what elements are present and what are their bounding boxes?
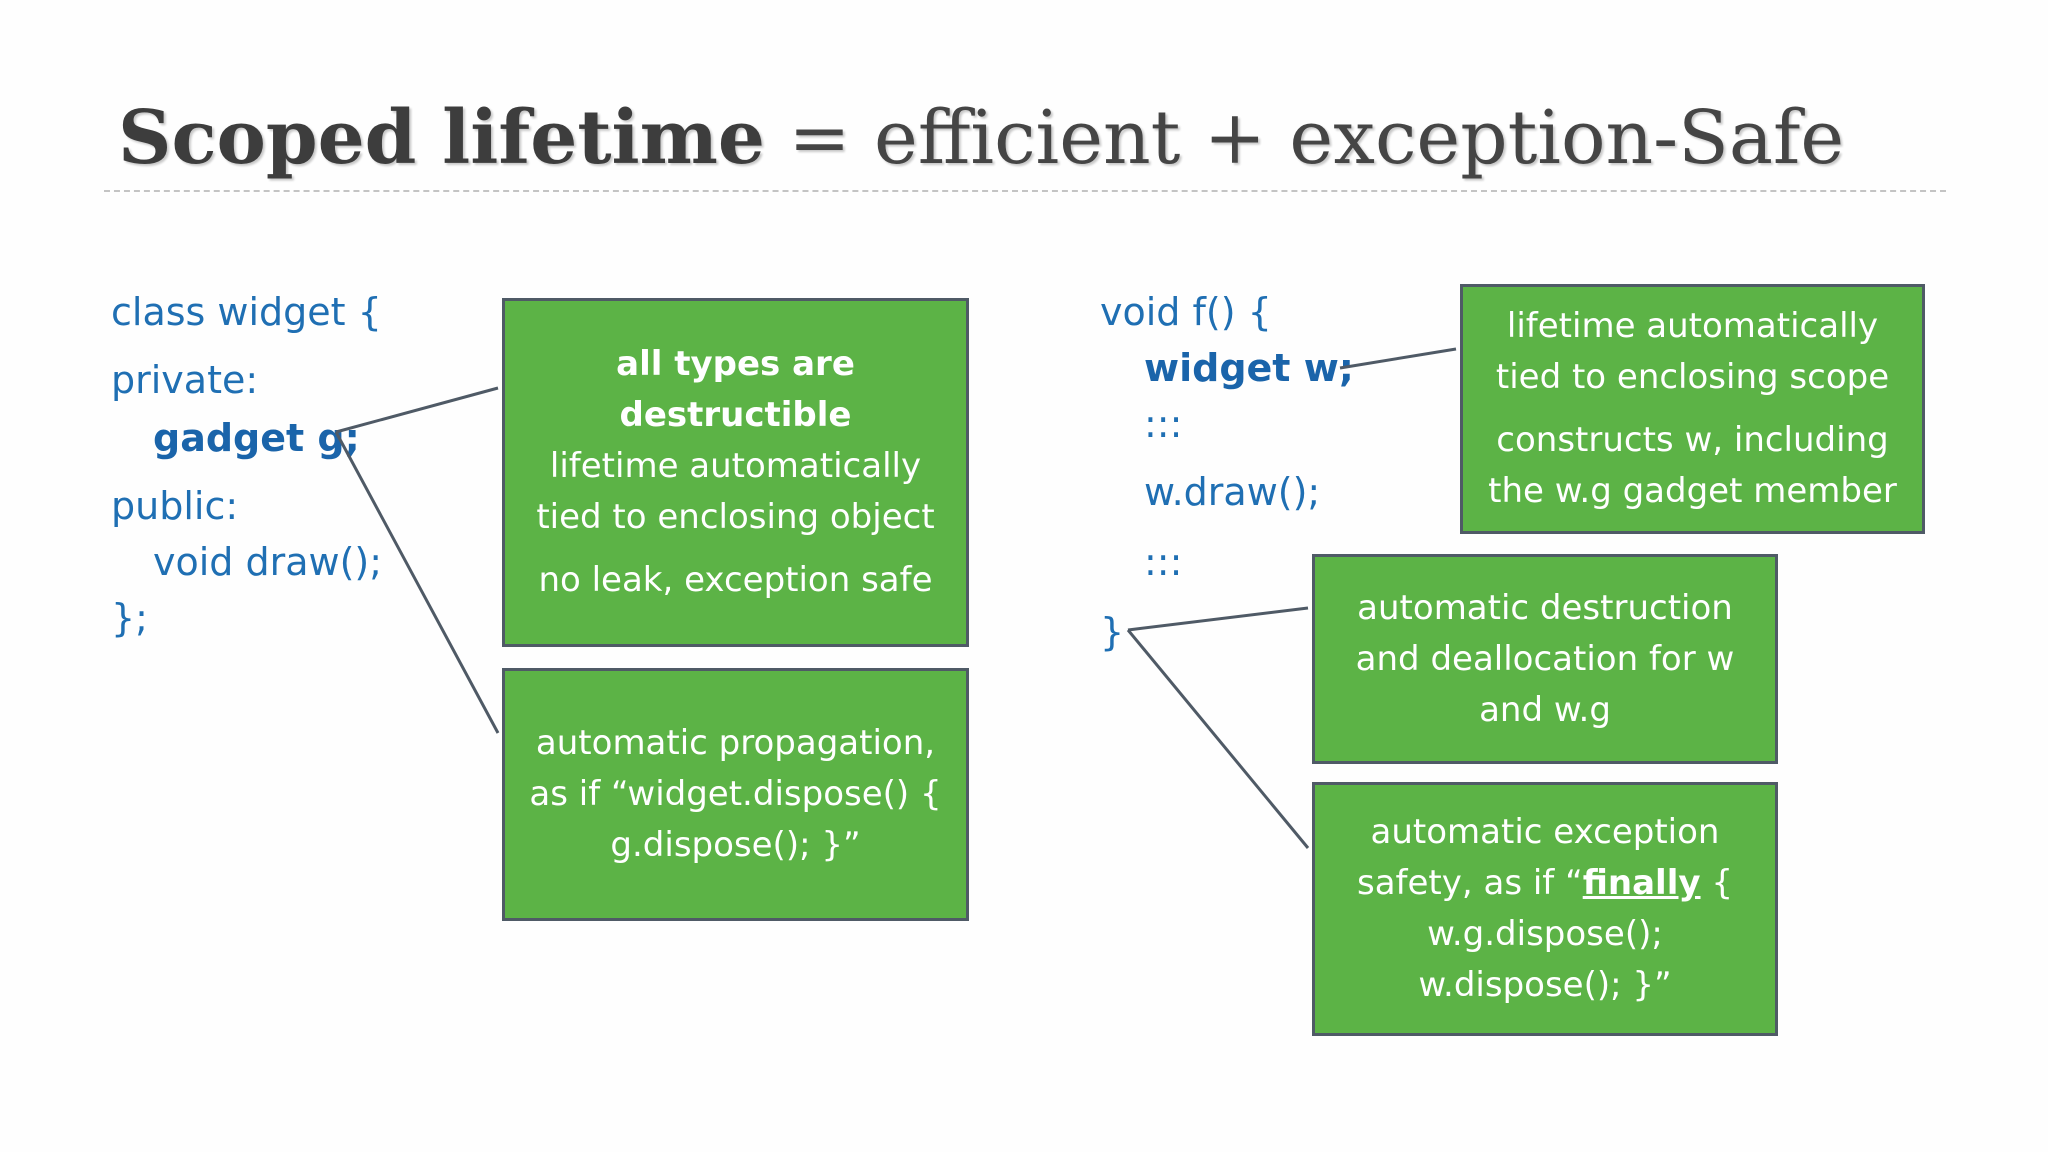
scope-line-2: constructs w, including the w.g gadget m… — [1488, 420, 1897, 511]
right-code-line-6: } — [1100, 610, 1125, 654]
right-code-line-3: ::: — [1144, 402, 1183, 446]
callout-destructible: all types are destructible lifetime auto… — [502, 298, 969, 647]
connector-gadget-to-propagation — [334, 431, 500, 734]
left-code-line-2: private: — [111, 358, 259, 402]
finally-keyword: finally — [1582, 863, 1701, 903]
connector-gadget-to-destructible — [335, 386, 499, 434]
destructible-line-1: lifetime automatically tied to enclosing… — [536, 446, 935, 537]
title-bold-part: Scoped lifetime — [118, 95, 765, 181]
propagation-text: automatic propagation, as if “widget.dis… — [529, 723, 942, 865]
slide-title: Scoped lifetime = efficient + exception-… — [118, 88, 1844, 188]
destructible-line-2: no leak, exception safe — [538, 560, 933, 600]
left-code-line-6: }; — [111, 596, 148, 640]
callout-destruction: automatic destruction and deallocation f… — [1312, 554, 1778, 764]
destructible-heading: all types are destructible — [616, 344, 855, 435]
exception-post: { w.g.dispose(); w.dispose(); }” — [1418, 863, 1733, 1005]
title-divider — [104, 190, 1946, 192]
callout-exception: automatic exception safety, as if “final… — [1312, 782, 1778, 1036]
connector-widget-to-scope — [1339, 347, 1457, 370]
left-code-line-5: void draw(); — [153, 540, 383, 584]
scope-line-1: lifetime automatically tied to enclosing… — [1495, 306, 1890, 397]
right-code-line-5: ::: — [1144, 540, 1183, 584]
exception-pre: automatic exception safety, as if “ — [1357, 812, 1720, 903]
right-code-line-2: widget w; — [1144, 346, 1355, 390]
right-code-line-1: void f() { — [1100, 290, 1272, 334]
callout-propagation: automatic propagation, as if “widget.dis… — [502, 668, 969, 921]
connector-brace-to-exception — [1126, 629, 1310, 849]
left-code-line-1: class widget { — [111, 290, 382, 334]
destruction-text: automatic destruction and deallocation f… — [1355, 587, 1735, 730]
callout-scope: lifetime automatically tied to enclosing… — [1460, 284, 1925, 534]
exception-text: automatic exception safety, as if “final… — [1329, 807, 1761, 1011]
left-code-line-3: gadget g; — [153, 416, 360, 460]
connector-brace-to-destruction — [1127, 606, 1309, 632]
title-rest: = efficient + exception-Safe — [765, 95, 1845, 181]
left-code-line-4: public: — [111, 484, 239, 528]
right-code-line-4: w.draw(); — [1144, 470, 1321, 514]
